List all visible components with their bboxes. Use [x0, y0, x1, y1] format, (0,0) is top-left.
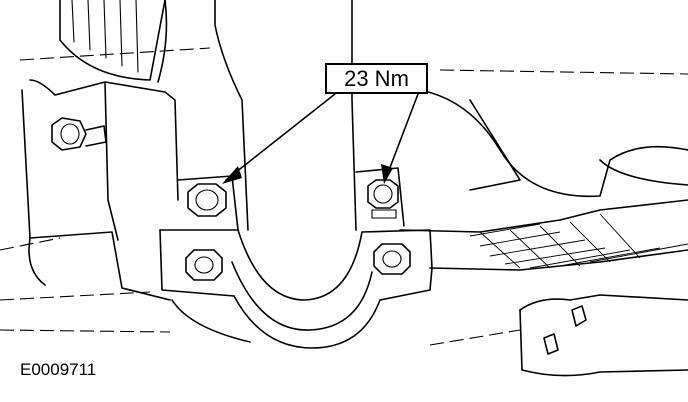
figure-id-label: E0009711	[20, 360, 97, 379]
arrow-head-right	[381, 164, 393, 184]
right-frame	[399, 89, 688, 271]
left-hex-bolt	[51, 117, 107, 151]
pulley	[59, 0, 168, 83]
left-bracket	[21, 79, 179, 301]
clamp-nut-right	[373, 243, 411, 275]
right-lower-bracket	[519, 294, 688, 377]
arrow-head-left	[222, 166, 242, 184]
torque-value: 23 Nm	[344, 65, 409, 91]
clamp-nut-left	[185, 249, 223, 281]
frame-lines	[0, 47, 688, 346]
clamp-bolt-right	[367, 179, 399, 219]
torque-callout: 23 Nm	[325, 63, 428, 94]
pipe-clamp	[159, 0, 433, 349]
clamp-bolt-left	[187, 183, 227, 217]
callout-arrows	[222, 93, 419, 184]
